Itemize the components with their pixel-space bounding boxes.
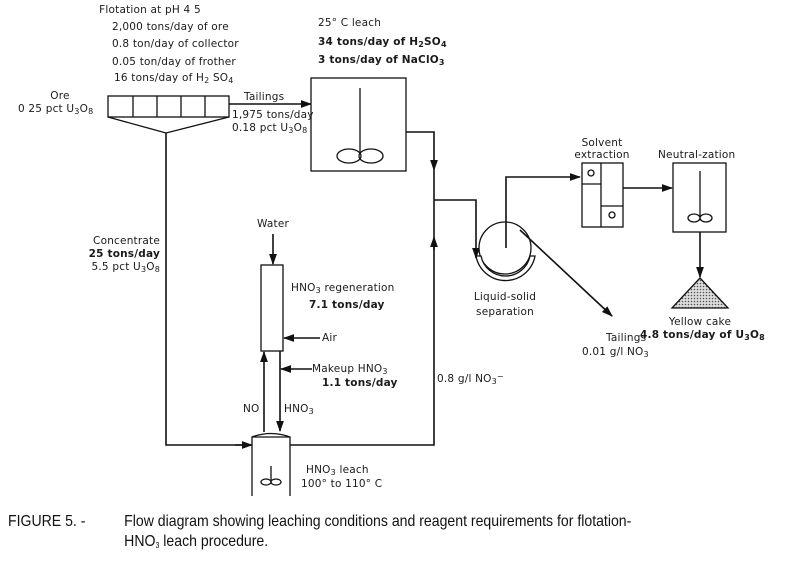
air-label: Air xyxy=(322,332,338,344)
recycle-line xyxy=(290,240,435,446)
hno3-regeneration-column xyxy=(260,264,284,352)
separation-tailings-conc: 0.01 g/l NO3 xyxy=(582,346,649,359)
tailings-rate: 1,975 tons/day xyxy=(232,109,314,121)
acid-leach-naclo3: 3 tons/day of NaClO3 xyxy=(318,54,445,67)
solvent-extraction-label-2: extraction xyxy=(574,149,630,161)
leach-outflow-arrow xyxy=(406,131,438,172)
solvent-extraction-unit xyxy=(581,162,624,228)
concentrate-label: Concentrate xyxy=(93,235,160,247)
separation-tailings-label: Tailings xyxy=(606,332,647,344)
yellow-cake-pile xyxy=(670,277,730,309)
recycle-concentration: 0.8 g/l NO3− xyxy=(437,372,504,386)
liquid-solid-label-2: separation xyxy=(476,306,534,318)
neutralization-tank xyxy=(672,162,727,233)
caption-line-2: HNO3 leach procedure. xyxy=(124,533,269,550)
concentrate-line xyxy=(165,133,251,446)
acid-leach-tank xyxy=(310,77,407,172)
ore-label: Ore xyxy=(50,90,70,102)
tailings-out-arrow xyxy=(519,229,613,317)
tailings-label: Tailings xyxy=(244,91,285,103)
concentrate-grade: 5.5 pct U3O8 xyxy=(91,261,160,274)
solvent-extraction-label-1: Solvent xyxy=(581,137,623,149)
to-solvent-extraction-arrow xyxy=(505,173,582,248)
concentrate-rate: 25 tons/day xyxy=(88,248,160,260)
hno3-leach-temp: 100° to 110° C xyxy=(301,478,383,490)
figure-number: FIGURE 5. - xyxy=(8,513,86,530)
flotation-cells xyxy=(107,95,230,134)
makeup-hno3-label: Makeup HNO3 xyxy=(312,363,388,376)
hno3-stream-label: HNO3 xyxy=(284,403,314,416)
figure-caption: FIGURE 5. - Flow diagram showing leaching… xyxy=(8,512,694,556)
neutralization-label: Neutral-zation xyxy=(658,149,736,161)
flotation-ore-rate: 2,000 tons/day of ore xyxy=(112,21,229,33)
hno3-leach-title: HNO3 leach xyxy=(306,464,369,477)
caption-line-1: Flow diagram showing leaching conditions… xyxy=(124,513,632,530)
to-separator-arrow xyxy=(434,199,480,260)
ore-grade: 0 25 pct U3O8 xyxy=(18,103,94,116)
flotation-collector: 0.8 ton/day of collector xyxy=(112,38,239,50)
tailings-grade: 0.18 pct U3O8 xyxy=(232,122,308,135)
acid-leach-h2so4: 34 tons/day of H2SO4 xyxy=(318,36,447,49)
regeneration-title: HNO3 regeneration xyxy=(291,282,395,295)
liquid-solid-label-1: Liquid-solid xyxy=(473,291,537,303)
liquid-solid-separator xyxy=(475,221,536,282)
regeneration-rate: 7.1 tons/day xyxy=(309,299,385,311)
flotation-frother: 0.05 ton/day of frother xyxy=(112,56,236,68)
yellow-cake-rate: 4.8 tons/day of U3O8 xyxy=(640,329,765,342)
makeup-hno3-rate: 1.1 tons/day xyxy=(322,377,398,389)
acid-leach-title: 25° C leach xyxy=(318,17,382,29)
flotation-acid: 16 tons/day of H2 SO4 xyxy=(114,72,234,85)
hno3-leach-tank xyxy=(251,432,291,496)
no-stream-label: NO xyxy=(243,403,260,415)
flotation-title: Flotation at pH 4 5 xyxy=(99,4,201,16)
water-label: Water xyxy=(257,218,290,230)
yellow-cake-label: Yellow cake xyxy=(668,316,732,328)
